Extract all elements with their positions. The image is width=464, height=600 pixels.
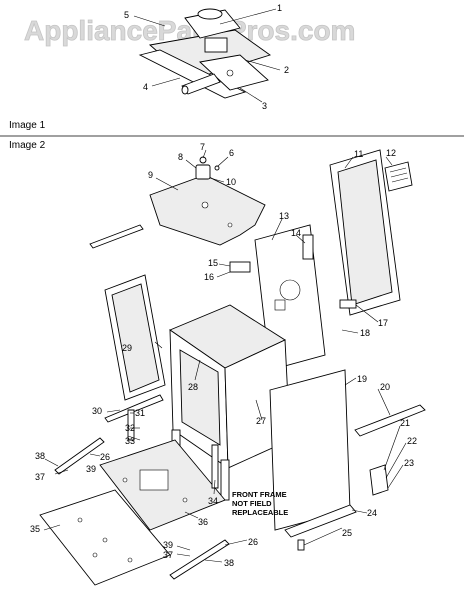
callout-10: 10 (226, 177, 236, 187)
callout-30: 30 (92, 406, 102, 416)
image1-label: Image 1 (9, 120, 46, 131)
callout-8: 8 (178, 152, 183, 162)
callout-39-upper: 39 (86, 464, 96, 474)
callout-38-upper: 38 (35, 451, 45, 461)
callout-4: 4 (143, 82, 148, 92)
callout-21: 21 (400, 418, 410, 428)
callout-20: 20 (380, 382, 390, 392)
callout-33: 33 (125, 436, 135, 446)
callout-18: 18 (360, 328, 370, 338)
callout-5: 5 (124, 10, 129, 20)
callout-2: 2 (284, 65, 289, 75)
callout-9: 9 (148, 170, 153, 180)
callout-1: 1 (277, 3, 282, 13)
image1-leaders (133, 8, 281, 103)
callout-26-upper: 26 (100, 452, 110, 462)
callout-22: 22 (407, 436, 417, 446)
callout-24: 24 (367, 508, 377, 518)
callout-3: 3 (262, 101, 267, 111)
note-line-3: REPLACEABLE (232, 508, 288, 517)
callout-13: 13 (279, 211, 289, 221)
bottom-panel (39, 489, 171, 586)
image2-label: Image 2 (9, 140, 46, 151)
callout-34: 34 (208, 496, 218, 506)
top-panel (149, 174, 266, 246)
note-line-1: FRONT FRAME (232, 490, 287, 499)
callout-6: 6 (229, 148, 234, 158)
callout-15: 15 (208, 258, 218, 268)
callout-16: 16 (204, 272, 214, 282)
callout-38-lower: 38 (224, 558, 234, 568)
callout-19: 19 (357, 374, 367, 384)
callout-31: 31 (135, 408, 145, 418)
callout-28: 28 (188, 382, 198, 392)
callout-7: 7 (200, 142, 205, 152)
callout-14: 14 (291, 228, 301, 238)
image2-leaders (43, 149, 407, 563)
front-frame-note: FRONT FRAME NOT FIELD REPLACEABLE (232, 490, 288, 517)
callout-27: 27 (256, 416, 266, 426)
callout-37-upper: 37 (35, 472, 45, 482)
callout-17: 17 (378, 318, 388, 328)
callout-39-lower: 39 (163, 540, 173, 550)
right-side-panel (269, 369, 351, 531)
callout-25: 25 (342, 528, 352, 538)
callout-35: 35 (30, 524, 40, 534)
callout-26-lower: 26 (248, 537, 258, 547)
note-line-2: NOT FIELD (232, 499, 272, 508)
callout-12: 12 (386, 148, 396, 158)
callout-37-lower: 37 (163, 550, 173, 560)
callout-11: 11 (354, 149, 363, 159)
callout-29: 29 (122, 343, 132, 353)
callout-32: 32 (125, 423, 135, 433)
callout-23: 23 (404, 458, 414, 468)
image1-assembly (138, 8, 271, 99)
callout-36: 36 (198, 517, 208, 527)
